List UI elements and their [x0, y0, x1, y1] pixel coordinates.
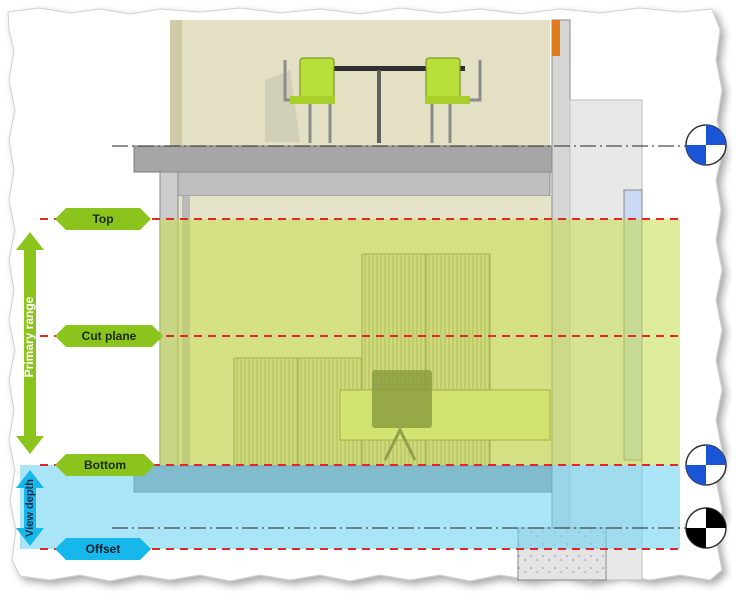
upper-wall-left-edge: [170, 20, 182, 146]
view-depth-label: View depth: [24, 479, 36, 537]
floor-slab: [133, 145, 553, 173]
primary-range-label: Primary range: [22, 296, 36, 377]
primary-range-arrow: Primary range: [16, 232, 44, 454]
upper-table-chairs: [265, 57, 482, 143]
view-depth-band: [20, 465, 680, 549]
level-marker-icon: [685, 124, 727, 166]
bottom-tag: Bottom: [55, 454, 155, 476]
level-marker-icon: [685, 507, 727, 549]
level-lines: [40, 145, 686, 550]
offset-label: Offset: [86, 542, 121, 556]
orange-trim: [552, 20, 560, 56]
range-bands: [20, 219, 680, 549]
view-depth-arrow: View depth: [16, 470, 44, 546]
offset-tag: Offset: [55, 538, 151, 560]
level-marker-icon: [685, 444, 727, 486]
bottom-label: Bottom: [84, 458, 126, 472]
cut-plane-label: Cut plane: [82, 329, 137, 343]
primary-range-band: [160, 219, 680, 465]
cut-plane-tag: Cut plane: [55, 325, 163, 347]
top-tag: Top: [55, 208, 151, 230]
upper-wall: [170, 20, 550, 146]
slab-beam: [177, 171, 551, 197]
top-label: Top: [92, 212, 113, 226]
